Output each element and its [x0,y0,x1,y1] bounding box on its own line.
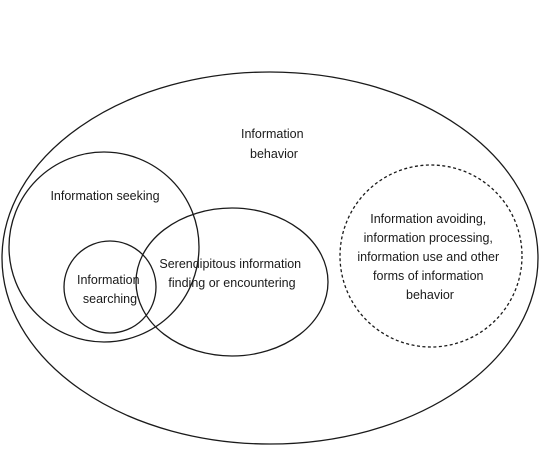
information-searching-label: Information searching [77,273,143,306]
information-behavior-label: Information behavior [241,127,307,161]
information-searching-label-line-2: searching [83,292,137,306]
serendipitous-information-ellipse [135,207,329,357]
information-seeking-label-line-1: Information seeking [50,189,159,203]
other-label-line-2: information processing, [364,231,493,245]
information-behavior-label-line-2: behavior [250,147,298,161]
other-information-behavior-label: Information avoiding, information proces… [357,212,502,302]
information-searching-label-line-1: Information [77,273,140,287]
information-behavior-ellipse [1,71,539,445]
information-behavior-label-line-1: Information [241,127,304,141]
other-label-line-3: information use and other [357,250,499,264]
information-searching-circle [63,240,157,334]
serendipitous-information-label: Serendipitous information finding or enc… [159,257,304,290]
serendipitous-label-line-2: finding or encountering [168,276,295,290]
information-seeking-label: Information seeking [50,189,159,203]
other-label-line-5: behavior [406,288,454,302]
other-label-line-4: forms of information [373,269,484,283]
other-label-line-1: Information avoiding, [370,212,486,226]
other-information-behavior-circle [339,164,523,348]
serendipitous-label-line-1: Serendipitous information [159,257,301,271]
information-seeking-circle [8,151,200,343]
